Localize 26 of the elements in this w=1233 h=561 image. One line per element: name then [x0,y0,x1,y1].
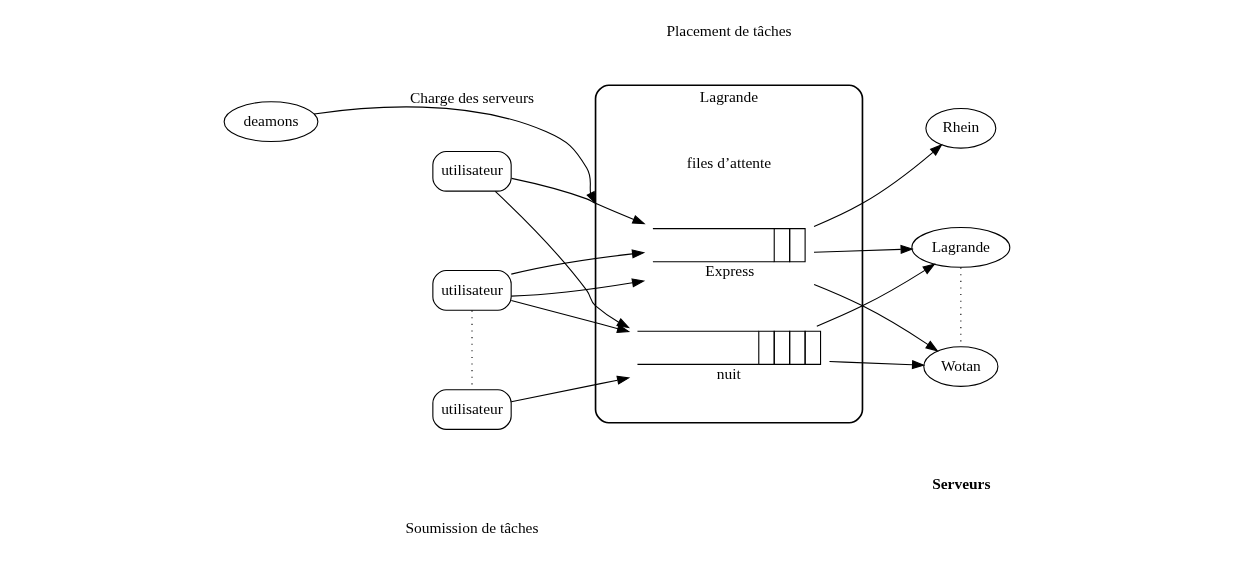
node-label: Express [704,262,754,280]
label: Placement de tâches [665,22,792,40]
arrow [510,299,630,333]
arrow [813,143,943,227]
node-label: nuit [716,364,741,382]
node-ellipse: Wotan [922,346,998,387]
arrow [313,106,596,205]
arrow [510,375,630,403]
arrow [828,360,925,370]
label: Serveurs [931,474,990,492]
arrow [812,244,914,255]
arrow [494,190,630,329]
label: Soumission de tâches [405,518,538,536]
node-box: utilisateur [431,389,512,430]
arrow [813,284,939,352]
arrow [510,278,645,297]
label: files d’attente [686,153,771,171]
node-ellipse: Lagrande [910,227,1010,268]
edge-label: Charge des serveurs [409,89,534,107]
node-ellipse: Rhein [924,107,996,149]
node-box: utilisateur [431,270,512,311]
arrow [815,263,936,327]
arrow [510,249,645,275]
node-ellipse: deamons [223,101,318,143]
node-box: utilisateur [431,150,512,192]
arrow [510,177,646,225]
